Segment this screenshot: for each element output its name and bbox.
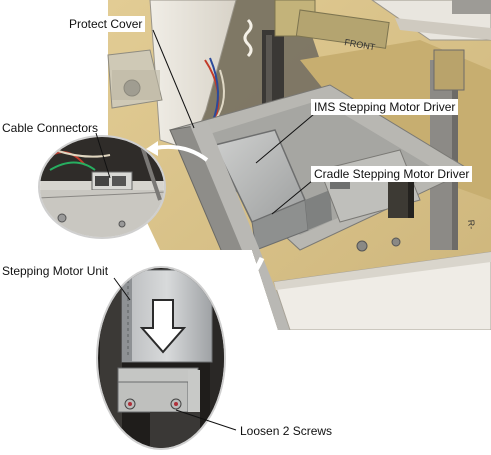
connector-arrow xyxy=(146,141,209,162)
leader-protect-cover xyxy=(152,29,195,129)
leader-lines xyxy=(95,29,321,431)
label-ims-driver: IMS Stepping Motor Driver xyxy=(311,99,459,115)
label-cradle-driver: Cradle Stepping Motor Driver xyxy=(311,166,473,182)
leader-cable-connectors xyxy=(95,132,111,179)
label-cable-connectors: Cable Connectors xyxy=(2,121,99,135)
slide-arrow xyxy=(220,256,265,303)
side-marker-text: R- xyxy=(466,219,477,229)
stepping-motor-magnifier xyxy=(96,266,226,450)
bracket-right xyxy=(452,0,491,14)
leader-loosen-screws xyxy=(175,409,237,431)
cable-connectors-magnifier xyxy=(38,135,166,239)
label-protect-cover: Protect Cover xyxy=(66,16,146,32)
bracket-top-left xyxy=(107,49,163,109)
label-loosen-screws: Loosen 2 Screws xyxy=(240,424,333,438)
leader-ims-driver xyxy=(255,108,321,164)
leader-cradle-driver xyxy=(271,175,319,215)
label-stepping-unit: Stepping Motor Unit xyxy=(2,264,109,278)
leader-stepping-unit xyxy=(113,277,131,301)
